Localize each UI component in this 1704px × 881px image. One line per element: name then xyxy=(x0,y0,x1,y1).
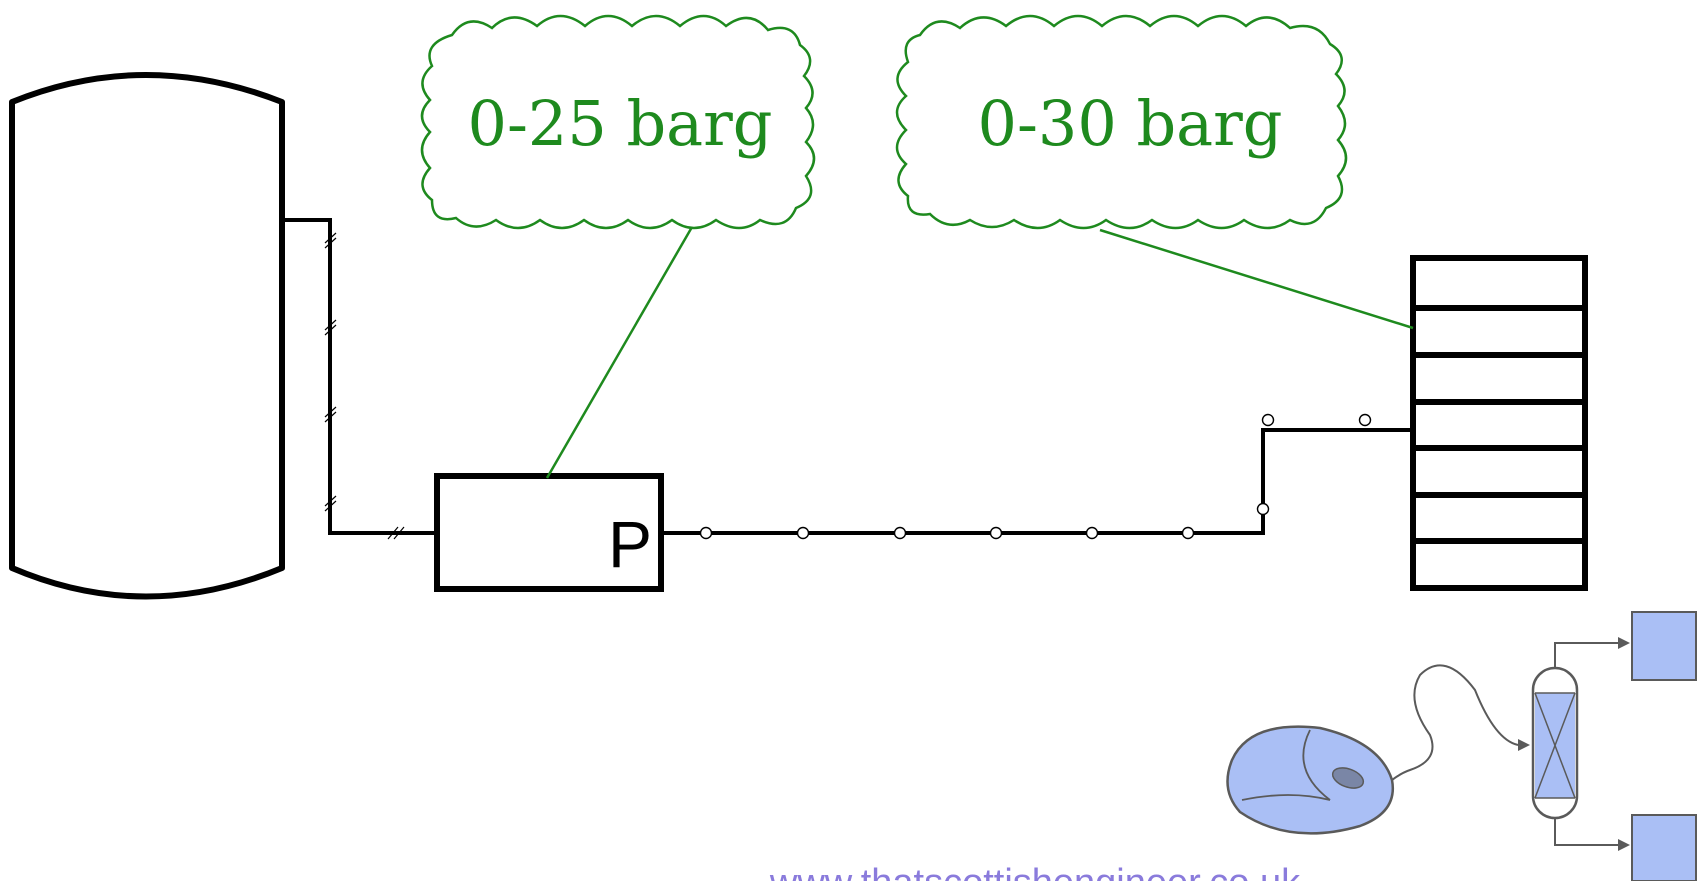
transmitter-tag: P xyxy=(608,507,652,581)
callout-instrument-range-text: 0-25 barg xyxy=(468,87,773,160)
signal-line-icon xyxy=(661,413,1413,540)
watermark-url: www.thatscottishengineer.co.uk xyxy=(769,862,1301,881)
callout-instrument-range: 0-25 barg xyxy=(420,14,816,479)
callout-panel-range: 0-30 barg xyxy=(895,14,1414,330)
control-panel-icon xyxy=(1410,255,1588,591)
pressure-transmitter-icon: P xyxy=(434,473,664,592)
impulse-line xyxy=(282,218,435,540)
vessel-icon xyxy=(9,72,285,600)
mouse-column-logo-icon xyxy=(1226,611,1697,881)
callout-panel-range-text: 0-30 barg xyxy=(978,87,1283,160)
